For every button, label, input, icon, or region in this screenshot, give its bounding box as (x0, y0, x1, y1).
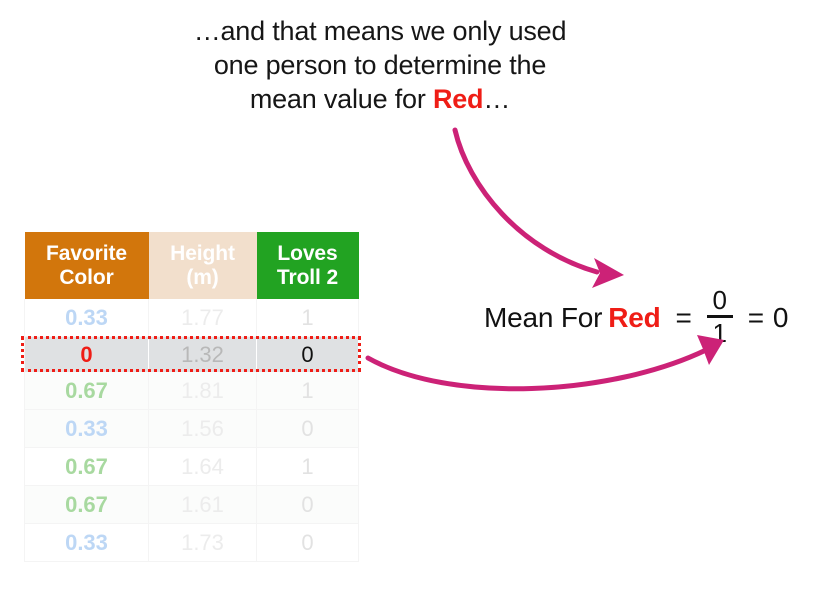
equation-result: 0 (772, 301, 789, 333)
table-row: 0.67 1.64 1 (24, 447, 359, 486)
table-header-row: Favorite Color Height (m) Loves Troll 2 (24, 232, 359, 299)
cell-favorite-color: 0.33 (24, 299, 149, 337)
cell-height: 1.73 (148, 523, 257, 562)
cell-height: 1.64 (148, 447, 257, 486)
cell-favorite-color: 0.33 (24, 409, 149, 448)
cell-loves-troll-2: 1 (256, 299, 359, 337)
equation-equals-1: = (675, 301, 692, 333)
header-line-1: Loves (277, 241, 338, 265)
mean-equation: Mean For Red = 0 1 = 0 (484, 285, 789, 348)
curved-arrow-down-right-icon (452, 127, 624, 288)
cell-height: 1.32 (148, 336, 257, 372)
cell-loves-troll-2: 0 (256, 336, 359, 372)
cell-favorite-color: 0.67 (24, 485, 149, 524)
header-line-1: Height (170, 241, 235, 265)
cell-favorite-color: 0 (24, 336, 149, 372)
caption-line-3-post: … (483, 84, 511, 115)
fraction-bar (706, 315, 733, 318)
table-row: 0.33 1.73 0 (24, 523, 359, 562)
cell-favorite-color: 0.67 (24, 447, 149, 486)
fraction-denominator: 1 (712, 318, 727, 348)
cell-favorite-color: 0.67 (24, 372, 149, 410)
column-header-height: Height (m) (148, 232, 257, 299)
table-row-selected: 0 1.32 0 (24, 336, 359, 372)
caption-line-3: mean value for Red… (0, 82, 760, 116)
cell-loves-troll-2: 0 (256, 485, 359, 524)
data-table: Favorite Color Height (m) Loves Troll 2 … (24, 232, 359, 562)
caption-line-1: …and that means we only used (193, 16, 567, 46)
cell-height: 1.81 (148, 372, 257, 410)
cell-favorite-color: 0.33 (24, 523, 149, 562)
cell-loves-troll-2: 1 (256, 447, 359, 486)
header-line-2: Color (59, 265, 114, 289)
header-line-2: (m) (186, 265, 219, 289)
cell-loves-troll-2: 0 (256, 409, 359, 448)
column-header-favorite-color: Favorite Color (24, 232, 149, 299)
caption-highlight-red: Red (432, 84, 484, 115)
table-row: 0.67 1.61 0 (24, 485, 359, 524)
header-line-1: Favorite (46, 241, 127, 265)
caption-line-3-pre: mean value for (249, 84, 433, 115)
table-row: 0.33 1.77 1 (24, 299, 359, 337)
cell-loves-troll-2: 0 (256, 523, 359, 562)
cell-height: 1.61 (148, 485, 257, 524)
equation-equals-2: = (747, 301, 764, 333)
header-line-2: Troll 2 (276, 265, 339, 289)
equation-fraction: 0 1 (706, 285, 733, 348)
table-row: 0.33 1.56 0 (24, 409, 359, 448)
caption-line-2: one person to determine the (213, 50, 547, 81)
table-row: 0.67 1.81 1 (24, 372, 359, 410)
fraction-numerator: 0 (712, 285, 727, 315)
caption-text: …and that means we only used one person … (0, 14, 760, 116)
cell-loves-troll-2: 1 (256, 372, 359, 410)
cell-height: 1.77 (148, 299, 257, 337)
column-header-loves-troll-2: Loves Troll 2 (256, 232, 359, 299)
equation-highlight-red: Red (608, 301, 661, 333)
cell-height: 1.56 (148, 409, 257, 448)
equation-label: Mean For (484, 301, 603, 333)
